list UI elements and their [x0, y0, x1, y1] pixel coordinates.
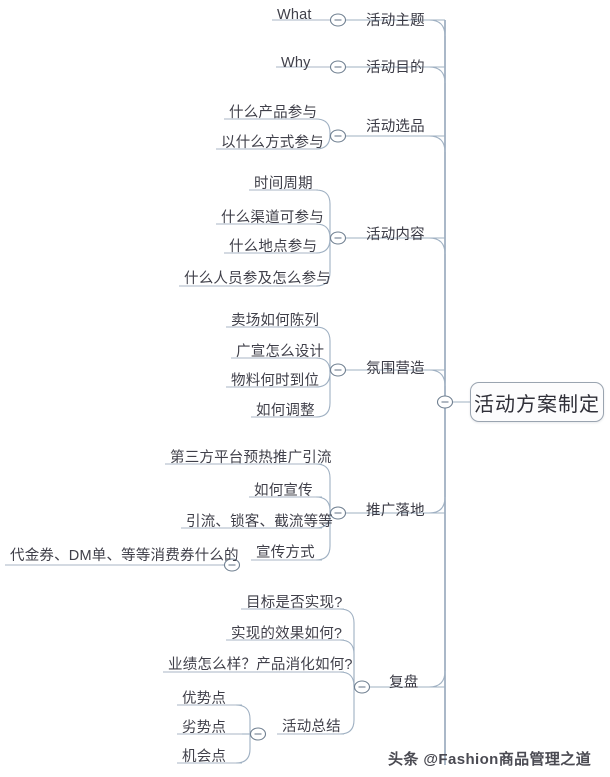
subbranch-toggle-b6-3[interactable] — [223, 558, 241, 572]
branch-label-b3[interactable]: 活动选品 — [366, 119, 425, 135]
root-node[interactable]: 活动方案制定 — [470, 382, 604, 422]
child-link-b6-0 — [315, 463, 331, 513]
child-label-b1-0[interactable]: What — [277, 7, 312, 23]
subbranch-toggle-b7-3[interactable] — [249, 727, 267, 741]
child-label-b4-2[interactable]: 什么地点参与 — [229, 239, 318, 255]
child-link-b7-2 — [339, 671, 355, 687]
child-link-b7-3 — [339, 687, 355, 735]
branch-toggle-b5[interactable] — [329, 363, 347, 377]
branch-curve-b7 — [370, 670, 446, 688]
child-link-b3-0 — [315, 118, 331, 136]
child-label-b6-1[interactable]: 如何宣传 — [254, 483, 313, 499]
child-label-b7-1[interactable]: 实现的效果如何? — [231, 626, 343, 642]
child-label-b6-0[interactable]: 第三方平台预热推广引流 — [170, 450, 332, 466]
child-label-b5-3[interactable]: 如何调整 — [256, 403, 315, 419]
child-link-b4-2 — [315, 238, 331, 254]
child-link-b7-0 — [339, 608, 355, 687]
child-label-b6-2[interactable]: 引流、锁客、截流等等 — [186, 514, 333, 530]
branch-curve-b2 — [346, 66, 446, 84]
child-link-b5-0 — [315, 326, 331, 370]
branch-curve-b3 — [346, 135, 446, 153]
grandchild-label-b6-3-0[interactable]: 代金券、DM单、等等消费券什么的 — [10, 548, 239, 564]
branch-label-b6[interactable]: 推广落地 — [366, 503, 425, 519]
branch-curve-b1 — [346, 19, 446, 37]
branch-curve-b4 — [346, 237, 446, 255]
root-node-label: 活动方案制定 — [474, 393, 600, 416]
child-link-b4-1 — [315, 223, 331, 239]
child-link-b4-0 — [315, 189, 331, 238]
grandchild-link-b7-3-0 — [235, 704, 251, 734]
child-label-b6-3[interactable]: 宣传方式 — [256, 545, 315, 561]
branch-curve-b6 — [346, 496, 446, 514]
child-label-b3-0[interactable]: 什么产品参与 — [229, 105, 318, 121]
child-link-b4-3 — [315, 238, 331, 287]
child-label-b4-3[interactable]: 什么人员参及怎么参与 — [184, 271, 331, 287]
watermark-text: 头条 @Fashion商品管理之道 — [388, 751, 592, 768]
branch-label-b5[interactable]: 氛围营造 — [366, 361, 425, 377]
child-label-b7-0[interactable]: 目标是否实现? — [246, 595, 343, 611]
grandchild-label-b7-3-1[interactable]: 劣势点 — [182, 720, 227, 736]
branch-curve-b5 — [346, 369, 446, 387]
branch-toggle-b2[interactable] — [329, 60, 347, 74]
child-label-b4-0[interactable]: 时间周期 — [254, 176, 313, 192]
toggle-controls[interactable] — [223, 13, 454, 741]
child-label-b3-1[interactable]: 以什么方式参与 — [221, 135, 324, 151]
branch-label-b7[interactable]: 复盘 — [389, 675, 419, 691]
child-link-b3-1 — [315, 134, 331, 150]
branch-label-b1[interactable]: 活动主题 — [366, 13, 425, 29]
grandchild-link-b7-3-2 — [235, 734, 251, 764]
connector-paths — [5, 19, 470, 765]
child-label-b7-3[interactable]: 活动总结 — [282, 719, 341, 735]
branch-toggle-b6[interactable] — [329, 506, 347, 520]
child-label-b2-0[interactable]: Why — [281, 55, 311, 71]
child-label-b5-2[interactable]: 物料何时到位 — [231, 373, 320, 389]
child-label-b5-1[interactable]: 广宣怎么设计 — [236, 344, 325, 360]
child-label-b7-2[interactable]: 业绩怎么样？产品消化如何? — [168, 657, 353, 673]
branch-label-b4[interactable]: 活动内容 — [366, 227, 425, 243]
root-toggle[interactable] — [436, 395, 454, 409]
branch-toggle-b1[interactable] — [329, 13, 347, 27]
branch-label-b2[interactable]: 活动目的 — [366, 60, 425, 76]
branch-toggle-b3[interactable] — [329, 129, 347, 143]
child-link-b5-3 — [315, 370, 331, 418]
child-link-b5-1 — [315, 357, 331, 373]
child-link-b7-1 — [339, 639, 355, 687]
branch-toggle-b7[interactable] — [353, 680, 371, 694]
grandchild-label-b7-3-0[interactable]: 优势点 — [182, 691, 227, 707]
child-link-b6-1 — [315, 496, 331, 513]
grandchild-label-b7-3-2[interactable]: 机会点 — [182, 749, 227, 765]
child-label-b5-0[interactable]: 卖场如何陈列 — [231, 313, 320, 329]
child-label-b4-1[interactable]: 什么渠道可参与 — [221, 210, 324, 226]
child-link-b6-3 — [315, 513, 331, 561]
branch-toggle-b4[interactable] — [329, 231, 347, 245]
